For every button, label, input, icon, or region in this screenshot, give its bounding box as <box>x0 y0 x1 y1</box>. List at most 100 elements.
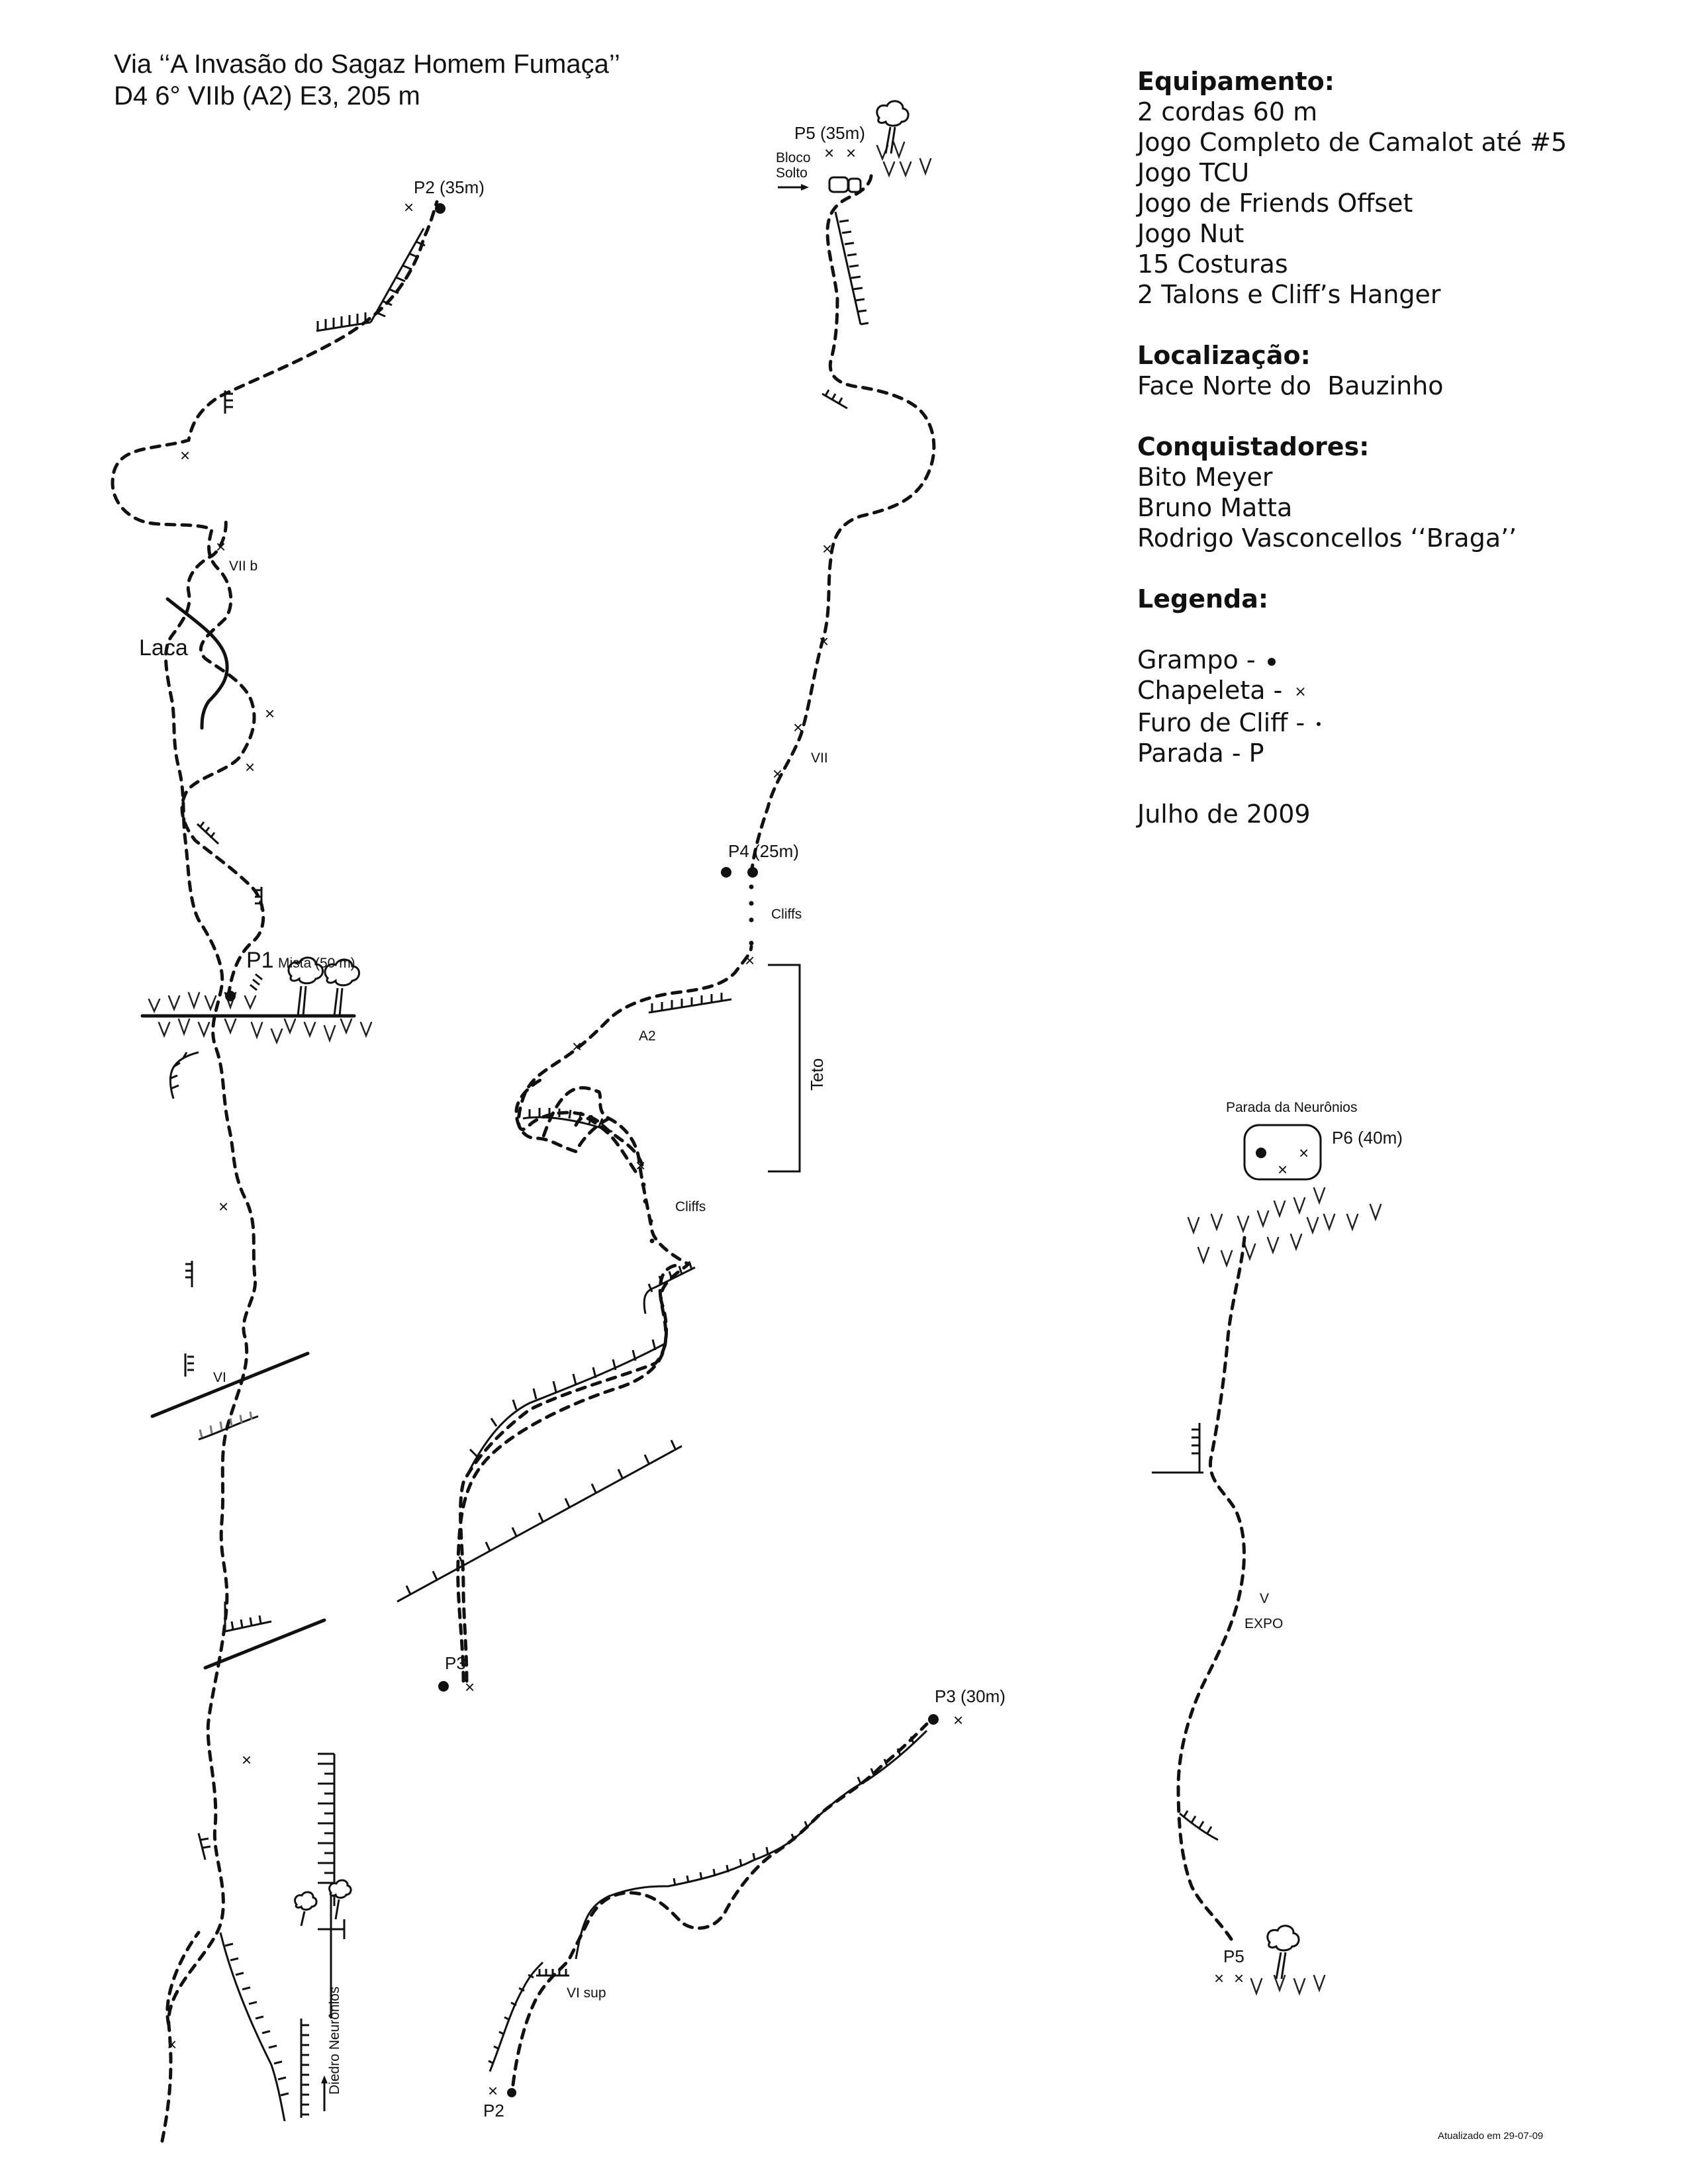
ledge-line-lower <box>203 1618 326 1670</box>
equipamento-item: 2 cordas 60 m <box>1137 97 1318 126</box>
label-p2-bottom: P2 <box>483 2101 504 2120</box>
p6-anchor-box <box>1243 1124 1322 1181</box>
label-p4: P4 (25m) <box>728 841 799 861</box>
bolt-markers-bottom-middle: × × <box>488 1710 963 2101</box>
legend-parada: Parada - P <box>1137 738 1264 768</box>
route-line-pitch2 <box>111 200 439 998</box>
route-line-pitch6 <box>1176 1236 1246 1941</box>
legend-chapeleta: Chapeleta - × <box>1137 675 1667 707</box>
conquistador-name: Bruno Matta <box>1137 493 1293 522</box>
label-expo: EXPO <box>1244 1616 1283 1631</box>
route-line-left-lower-branch <box>165 1931 201 2027</box>
legend-furo: Furo de Cliff - <box>1137 707 1667 738</box>
svg-text:×: × <box>846 143 856 163</box>
svg-text:×: × <box>218 1197 228 1216</box>
svg-text:×: × <box>242 1750 252 1770</box>
svg-text:×: × <box>1299 1143 1309 1163</box>
p1-belay-bolt <box>225 991 236 1001</box>
equipamento-item: Jogo Nut <box>1137 219 1244 248</box>
chapeleta-icon: × <box>1294 683 1307 700</box>
svg-text:×: × <box>822 539 832 559</box>
left-topo: Laca VII b <box>111 177 485 2143</box>
grass-p5-bottom <box>1250 1974 1326 1996</box>
equipamento-item: Jogo Completo de Camalot até #5 <box>1137 128 1568 157</box>
svg-text:×: × <box>773 764 782 784</box>
hatch-features-bottom-middle <box>488 1729 928 2072</box>
hatch-features-middle <box>397 211 869 1603</box>
p3-left-bolt <box>438 1681 449 1692</box>
route-line-pitch3 <box>511 1722 929 2087</box>
label-viib: VII b <box>229 559 258 574</box>
svg-text:×: × <box>167 2034 177 2054</box>
label-cliffs-2: Cliffs <box>675 1199 706 1214</box>
legend-grampo: Grampo - <box>1137 645 1667 675</box>
equipamento-heading: Equipamento: <box>1137 67 1335 96</box>
equipamento-item: 15 Costuras <box>1137 250 1288 279</box>
svg-text:×: × <box>465 1677 475 1697</box>
svg-text:×: × <box>245 757 255 777</box>
p3-right-bolt <box>928 1714 939 1725</box>
middle-topo: Teto Bloco Solto P5 (35m) P4 (25m) Cliff… <box>397 100 936 1697</box>
svg-text:×: × <box>824 143 834 163</box>
route-line-pitch4 <box>459 1077 692 1683</box>
label-p5-bottom: P5 <box>1223 1946 1244 1966</box>
cliff-holes-p4 <box>749 884 754 946</box>
tree-icon-p5 <box>876 100 910 154</box>
equipamento-item: Jogo de Friends Offset <box>1137 189 1413 218</box>
tree-icon-p5-bottom <box>1266 1925 1300 1979</box>
label-diedro-neuronios: Diedro Neurônios <box>327 1987 342 2095</box>
grass-p5-top <box>876 141 932 178</box>
svg-text:×: × <box>1234 1968 1244 1988</box>
route-line-pitch4-main <box>456 1263 684 1683</box>
svg-text:×: × <box>793 717 803 737</box>
grass-p6 <box>1187 1187 1382 1268</box>
p2-belay-bolt <box>435 203 445 214</box>
grass-p1 <box>148 991 373 1045</box>
svg-text:×: × <box>572 1036 582 1056</box>
svg-text:×: × <box>1278 1160 1288 1179</box>
route-line-teto <box>516 944 753 1167</box>
laca-flake <box>165 597 229 730</box>
p4-bolt-1 <box>721 867 731 878</box>
label-p5-top: P5 (35m) <box>794 123 865 143</box>
label-v: V <box>1260 1591 1269 1606</box>
label-parada-neuronios: Parada da Neurônios <box>1226 1100 1357 1115</box>
svg-text:×: × <box>635 1156 645 1175</box>
svg-text:×: × <box>819 631 829 651</box>
label-vi-left: VI <box>213 1370 226 1385</box>
svg-text:×: × <box>1214 1968 1224 1988</box>
furo-icon <box>1317 722 1321 726</box>
tree-icons-diedro <box>294 1879 352 1927</box>
label-bloco: Bloco <box>776 150 811 165</box>
svg-text:×: × <box>265 704 275 723</box>
hatch-features-left <box>169 228 426 2122</box>
svg-text:×: × <box>216 537 226 557</box>
equipamento-item: 2 Talons e Cliff’s Hanger <box>1137 280 1441 309</box>
svg-text:×: × <box>745 950 755 970</box>
svg-text:×: × <box>488 2081 498 2101</box>
label-p6: P6 (40m) <box>1332 1128 1403 1148</box>
cliff-holes-lower <box>641 1182 655 1244</box>
svg-text:×: × <box>953 1710 963 1730</box>
label-laca: Laca <box>139 635 188 660</box>
p2-bottom-bolt <box>507 2088 516 2097</box>
p4-bolt-2 <box>747 867 758 878</box>
label-p2-top: P2 (35m) <box>414 177 485 197</box>
conquistadores-heading: Conquistadores: <box>1137 432 1370 461</box>
localizacao-heading: Localização: <box>1137 341 1311 370</box>
bolt-markers-middle: × × × × × × × × × × <box>465 143 856 1697</box>
localizacao-text: Face Norte do Bauzinho <box>1137 371 1444 400</box>
route-info-panel: Equipamento: 2 cordas 60 m Jogo Completo… <box>1137 66 1667 829</box>
label-solto: Solto <box>776 165 808 181</box>
route-line-pitch1 <box>160 514 258 2143</box>
bottom-middle-topo: P2 VI sup P3 (30m) × × <box>483 1686 1006 2120</box>
tree-icons-p1 <box>287 956 360 1017</box>
label-a2: A2 <box>639 1028 656 1044</box>
route-line-pitch5 <box>749 167 936 876</box>
svg-text:×: × <box>404 197 414 217</box>
right-topo: Parada da Neurônios × × P6 (40m) V EXPO <box>1152 1100 1403 1996</box>
legenda-heading: Legenda: <box>1137 584 1269 614</box>
label-p3-left: P3 <box>445 1653 466 1673</box>
label-vi-sup: VI sup <box>567 1985 606 2001</box>
